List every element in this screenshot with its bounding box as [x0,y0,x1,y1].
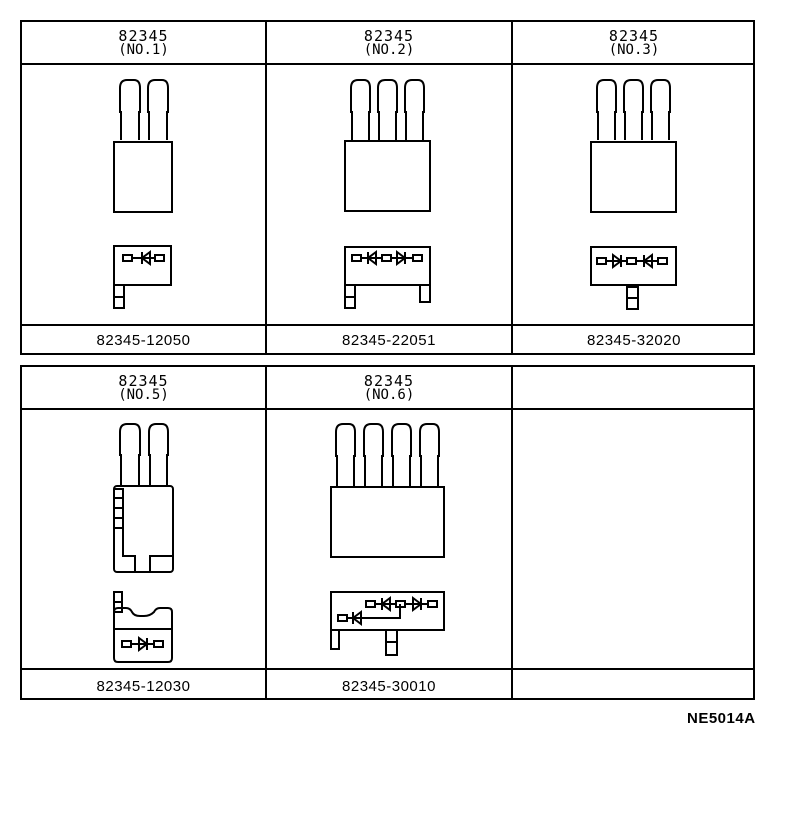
divider [22,668,753,670]
connector-name: 82345 [608,27,660,45]
divider [22,408,753,410]
header-no5: 82345 (NO.5) [22,372,265,403]
divider [22,324,753,326]
connector-name: 82345 [363,372,415,390]
part-number-no1: 82345-12050 [96,332,191,349]
part-number-no6: 82345-30010 [342,678,436,695]
header-no3: 82345 (NO.3) [513,27,755,58]
connector-name: 82345 [363,27,415,45]
connector-number: (NO.1) [118,42,169,58]
divider [265,22,267,353]
part-number-no2: 82345-22051 [342,332,436,349]
connector-table-row-1: 82345 (NO.1) 82345 (NO.2) 82345 (NO.3) 8… [20,20,755,355]
part-number-no5: 82345-12030 [96,678,191,695]
connector-number: (NO.5) [118,387,169,403]
part-number-no3: 82345-32020 [587,332,681,349]
connector-name: 82345 [118,372,169,390]
connector-number: (NO.6) [363,387,415,403]
connector-number: (NO.2) [363,42,415,58]
header-no1: 82345 (NO.1) [22,27,265,58]
connector-name: 82345 [118,27,169,45]
header-no6: 82345 (NO.6) [267,372,511,403]
divider [511,367,513,698]
header-no2: 82345 (NO.2) [267,27,511,58]
connector-number: (NO.3) [608,42,660,58]
divider [511,22,513,353]
divider [265,367,267,698]
divider [22,63,753,65]
connector-table-row-2: 82345 (NO.5) 82345 (NO.6) 82345-12030 82… [20,365,755,700]
figure-id: NE5014A [687,710,756,727]
